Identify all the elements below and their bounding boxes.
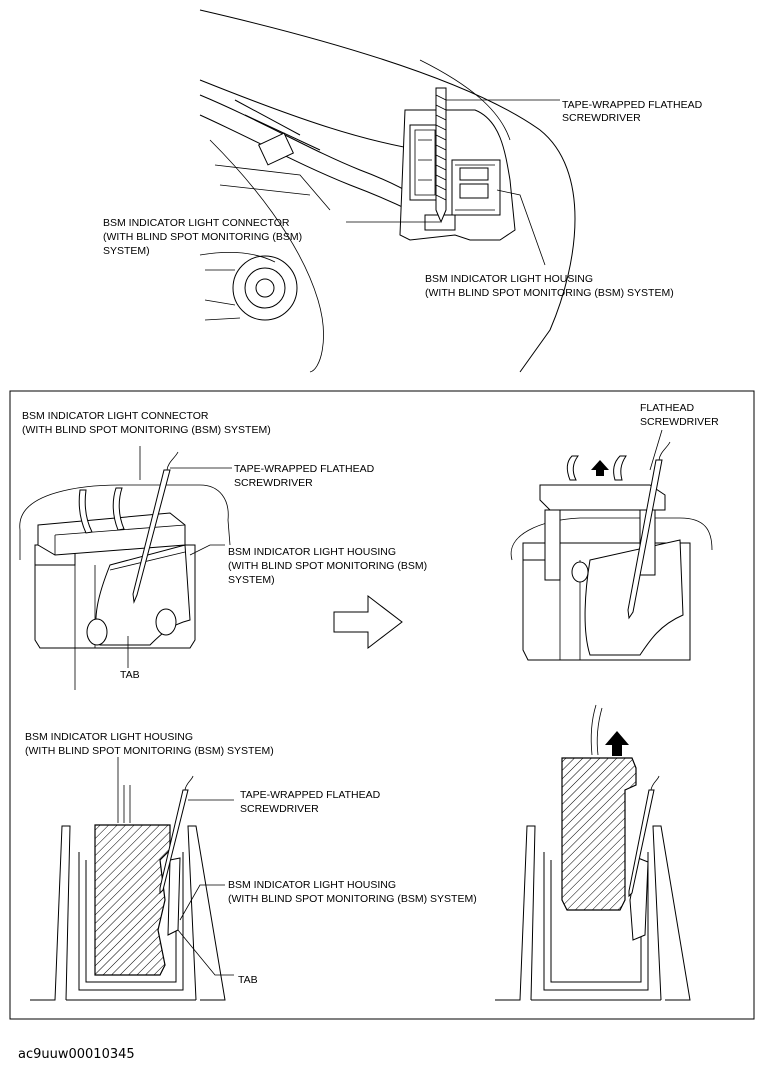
detail-frame <box>9 390 755 1020</box>
detail-right-screwdriver <box>627 459 663 620</box>
figure-code: ac9uuw00010345 <box>18 1047 135 1062</box>
label-section-housing-top-2: (WITH BLIND SPOT MONITORING (BSM) SYSTEM… <box>25 745 274 757</box>
label-detail-housing-2: (WITH BLIND SPOT MONITORING (BSM) <box>228 560 427 572</box>
label-detail-tab: TAB <box>120 669 140 681</box>
clip <box>257 132 295 166</box>
tape-wrapped-screwdriver <box>435 87 447 224</box>
label-section-housing-2: (WITH BLIND SPOT MONITORING (BSM) SYSTEM… <box>228 893 477 905</box>
label-connector-2: (WITH BLIND SPOT MONITORING (BSM) <box>103 231 302 243</box>
label-detail-tape-2: SCREWDRIVER <box>234 477 313 489</box>
section-right-screwdriver <box>628 789 655 898</box>
label-section-tab: TAB <box>238 974 258 986</box>
up-arrow-icon-section <box>605 731 629 756</box>
detail-screwdriver <box>132 469 171 604</box>
connector-section <box>94 824 171 976</box>
label-connector-3: SYSTEM) <box>103 245 150 257</box>
label-detail-tape-1: TAPE-WRAPPED FLATHEAD <box>234 463 375 475</box>
label-detail-connector-2: (WITH BLIND SPOT MONITORING (BSM) SYSTEM… <box>22 424 271 436</box>
label-right-screwdriver-1: FLATHEAD <box>640 402 694 414</box>
label-section-housing-1: BSM INDICATOR LIGHT HOUSING <box>228 879 396 891</box>
label-section-housing-top-1: BSM INDICATOR LIGHT HOUSING <box>25 731 193 743</box>
label-connector-1: BSM INDICATOR LIGHT CONNECTOR <box>103 217 290 229</box>
transition-arrow <box>333 594 403 650</box>
section-screwdriver <box>159 789 189 895</box>
section-left: BSM INDICATOR LIGHT HOUSING (WITH BLIND … <box>25 731 477 1001</box>
label-detail-housing-1: BSM INDICATOR LIGHT HOUSING <box>228 546 396 558</box>
label-right-screwdriver-2: SCREWDRIVER <box>640 416 719 428</box>
detail-left: BSM INDICATOR LIGHT CONNECTOR (WITH BLIN… <box>19 410 427 690</box>
label-section-tape-1: TAPE-WRAPPED FLATHEAD <box>240 789 381 801</box>
label-detail-connector-1: BSM INDICATOR LIGHT CONNECTOR <box>22 410 209 422</box>
top-figure: TAPE-WRAPPED FLATHEAD SCREWDRIVER BSM IN… <box>103 9 703 373</box>
label-tape-screwdriver-1: TAPE-WRAPPED FLATHEAD <box>562 99 703 111</box>
up-arrow-icon <box>591 460 609 476</box>
label-detail-housing-3: SYSTEM) <box>228 574 275 586</box>
round-part <box>232 255 298 321</box>
label-housing-1: BSM INDICATOR LIGHT HOUSING <box>425 273 593 285</box>
connector-raised <box>539 484 666 511</box>
section-right <box>495 704 691 1001</box>
label-section-tape-2: SCREWDRIVER <box>240 803 319 815</box>
label-housing-2: (WITH BLIND SPOT MONITORING (BSM) SYSTEM… <box>425 287 674 299</box>
label-tape-screwdriver-2: SCREWDRIVER <box>562 112 641 124</box>
detail-right: FLATHEAD SCREWDRIVER <box>510 402 719 661</box>
connector-section-raised <box>561 757 637 911</box>
